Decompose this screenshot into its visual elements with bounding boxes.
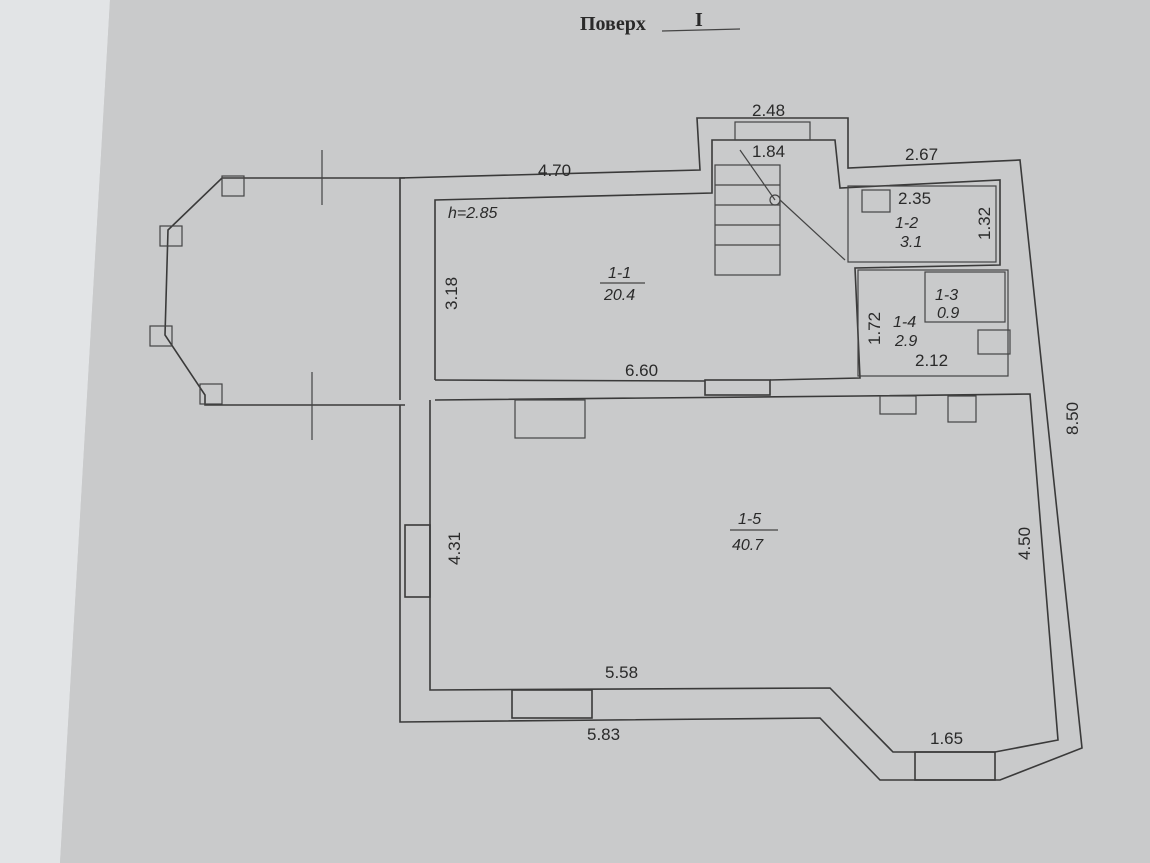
stove-icon [879, 395, 917, 415]
sink-icon [947, 395, 977, 423]
partition-wall [434, 379, 706, 382]
room-1-3-id: 1-3 [935, 287, 958, 304]
stair-entrance [734, 121, 811, 141]
dim-wc-width: 2.35 [898, 189, 931, 208]
dim-left-inner: 4.31 [445, 532, 464, 565]
dim-stair-top: 2.48 [752, 101, 785, 120]
floor-number: I [695, 9, 703, 31]
dim-bath-width: 2.12 [915, 351, 948, 370]
room-1-5-id: 1-5 [738, 511, 761, 528]
walls [149, 117, 1083, 781]
inner-wall-1-1 [434, 139, 1001, 381]
dim-bottom-inner: 5.58 [605, 663, 638, 682]
room-1-2-area: 3.1 [900, 234, 922, 251]
window-bottom [511, 689, 593, 719]
ceiling-height: h=2.85 [448, 205, 497, 222]
room-1-5-area: 40.7 [732, 537, 764, 554]
dimension-labels: 4.70 2.48 1.84 2.67 2.35 1.32 3.18 1.72 … [442, 101, 1082, 748]
fireplace [514, 399, 586, 439]
window-bay [914, 751, 996, 781]
room-1-1-id: 1-1 [608, 265, 631, 282]
dim-bay-window: 1.65 [930, 729, 963, 748]
room-1-1-area: 20.4 [603, 287, 635, 304]
dim-room-1-4-depth: 1.72 [865, 312, 884, 345]
room-1-4-area: 2.9 [894, 333, 917, 350]
bay-pillars [149, 175, 245, 405]
paper [60, 0, 1150, 863]
room-labels: h=2.85 1-1 20.4 1-2 3.1 1-3 0.9 1-4 2.9 … [448, 205, 959, 554]
toilet-icon [977, 329, 1011, 355]
bath-outline [857, 269, 1009, 377]
room-1-4-id: 1-4 [893, 314, 916, 331]
staircase [714, 121, 846, 276]
dim-bottom-outer: 5.83 [587, 725, 620, 744]
dim-top-left: 4.70 [538, 161, 571, 180]
outer-wall [399, 117, 1083, 781]
dim-right-outer: 8.50 [1063, 402, 1082, 435]
wc-icon [861, 189, 891, 213]
room-1-3-area: 0.9 [937, 305, 959, 322]
floor-title: Поверх I [580, 9, 741, 35]
floor-underline [661, 28, 741, 32]
dim-top-right: 2.67 [905, 145, 938, 164]
room-1-3-outline [924, 271, 1006, 323]
room-1-2-id: 1-2 [895, 215, 918, 232]
dim-stair-inner: 1.84 [752, 142, 785, 161]
doorway [704, 379, 771, 396]
dim-right-inner: 4.50 [1015, 527, 1034, 560]
floor-label: Поверх [580, 13, 646, 35]
window-left [404, 524, 431, 598]
dim-room-1-1-width: 6.60 [625, 361, 658, 380]
page-margin [0, 0, 110, 863]
room-1-2-outline [847, 185, 997, 263]
dim-room-1-1-depth: 3.18 [442, 277, 461, 310]
dim-wc-depth: 1.32 [975, 207, 994, 240]
